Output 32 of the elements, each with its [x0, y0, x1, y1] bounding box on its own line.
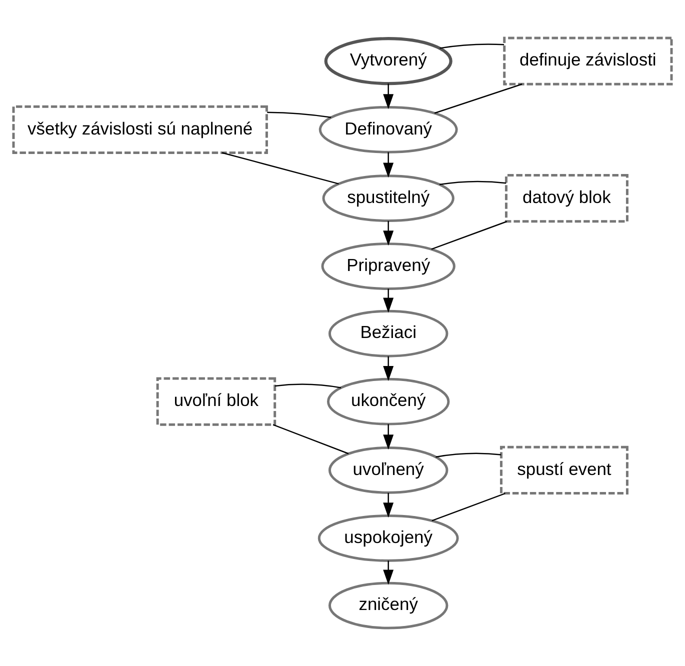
- node-ellipse: uvoľnený: [328, 446, 448, 494]
- node-ellipse: Vytvorený: [324, 37, 452, 86]
- arrow: [383, 84, 394, 110]
- node-ellipse: ukončený: [326, 378, 450, 426]
- connector: [432, 492, 506, 522]
- arrow: [383, 424, 394, 450]
- connector: [274, 384, 342, 388]
- node-ellipse: uspokojený: [318, 514, 459, 562]
- node-box: datový blok: [504, 174, 628, 223]
- connector: [272, 424, 349, 454]
- connector: [267, 112, 332, 118]
- node-ellipse: Definovaný: [318, 106, 458, 154]
- node-ellipse: zničený: [328, 582, 448, 630]
- node-box: uvoľní blok: [156, 377, 276, 426]
- arrow: [383, 288, 394, 313]
- connector: [440, 44, 504, 49]
- arrow: [383, 560, 394, 585]
- node-box: definuje závislosti: [503, 36, 673, 86]
- arrow: [383, 356, 394, 381]
- node-ellipse: Pripravený: [321, 242, 456, 290]
- arrow: [383, 220, 394, 246]
- connector: [434, 84, 522, 114]
- node-box: všetky závislosti sú naplnené: [12, 105, 268, 154]
- node-ellipse: Bežiaci: [328, 310, 448, 358]
- connector: [431, 220, 508, 250]
- arrow: [383, 152, 394, 178]
- connector: [439, 180, 506, 186]
- node-box: spustí event: [500, 446, 628, 495]
- connector: [222, 152, 339, 184]
- node-ellipse: spustitelný: [322, 174, 454, 222]
- connector: [436, 452, 502, 458]
- arrow: [383, 492, 394, 518]
